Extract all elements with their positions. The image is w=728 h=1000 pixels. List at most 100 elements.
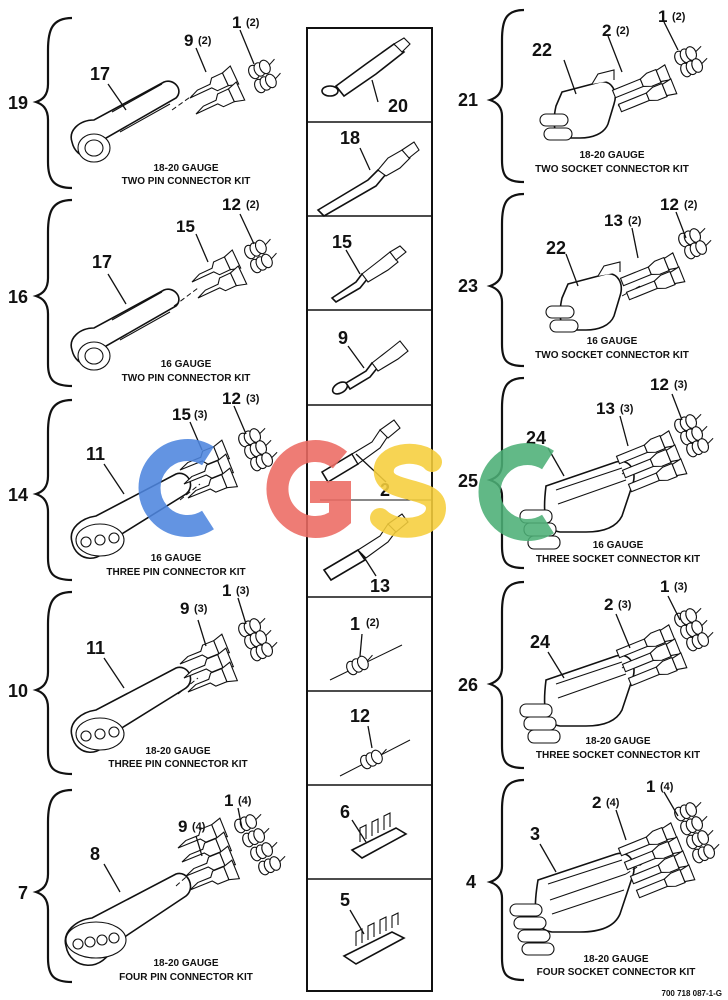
- center-part-13-label: 13: [370, 576, 390, 596]
- center-part-12: 12: [339, 706, 411, 777]
- kit-index: 4: [466, 872, 476, 892]
- center-part-12-label: 12: [350, 706, 370, 726]
- contact-qty: (3): [618, 599, 632, 611]
- contact-callout: 15: [172, 405, 191, 424]
- kit-index: 26: [458, 675, 478, 695]
- center-part-9: 9: [331, 328, 409, 395]
- kit-gauge: 18-20 GAUGE: [153, 958, 218, 969]
- seal-qty: (2): [684, 199, 698, 211]
- contact-callout: 9: [184, 31, 193, 50]
- seal-qty: (4): [660, 781, 674, 793]
- contact-callout: 9: [178, 817, 187, 836]
- center-part-15: 15: [330, 232, 407, 304]
- kit-gauge: 16 GAUGE: [151, 553, 202, 564]
- watermark-logo: [138, 439, 554, 541]
- center-part-18-label: 18: [340, 128, 360, 148]
- kit-gauge: 16 GAUGE: [593, 540, 644, 551]
- kit-index: 21: [458, 90, 478, 110]
- housing-callout: 11: [86, 638, 105, 658]
- contact-callout: 9: [180, 599, 189, 618]
- contact-qty: (2): [198, 35, 212, 47]
- kit-name: THREE SOCKET CONNECTOR KIT: [536, 554, 700, 565]
- contact-qty: (4): [606, 797, 620, 809]
- contact-callout: 2: [604, 595, 613, 614]
- kit-gauge: 18-20 GAUGE: [583, 954, 648, 965]
- seal-qty: (2): [246, 199, 260, 211]
- seal-qty: (3): [246, 393, 260, 405]
- kit-index: 16: [8, 287, 28, 307]
- kit-gauge: 16 GAUGE: [587, 336, 638, 347]
- figure-code: 700 718 087-1-G: [662, 989, 723, 998]
- contact-callout: 13: [604, 211, 623, 230]
- kit-name: TWO SOCKET CONNECTOR KIT: [535, 164, 689, 175]
- center-part-9-label: 9: [338, 328, 348, 348]
- housing-callout: 8: [90, 844, 100, 864]
- center-part-15-label: 15: [332, 232, 352, 252]
- kit-name: THREE PIN CONNECTOR KIT: [106, 567, 245, 578]
- contact-callout: 2: [602, 21, 611, 40]
- housing-callout: 24: [530, 632, 550, 652]
- seal-callout: 1: [232, 13, 241, 32]
- center-part-20-label: 20: [388, 96, 408, 116]
- kit-25: 25 24 13 (3) 12 (3) 16 GAUGE THREE SOCKE…: [458, 375, 718, 570]
- seal-qty: (3): [674, 581, 688, 593]
- center-part-1-qty: (2): [366, 617, 380, 629]
- kit-gauge: 18-20 GAUGE: [145, 746, 210, 757]
- center-part-20: 20: [321, 37, 411, 116]
- center-part-18: 18: [316, 128, 420, 217]
- kit-name: THREE SOCKET CONNECTOR KIT: [536, 750, 700, 761]
- housing-callout: 17: [92, 252, 112, 272]
- seal-callout: 1: [660, 577, 669, 596]
- kit-name: FOUR PIN CONNECTOR KIT: [119, 972, 253, 983]
- kit-index: 23: [458, 276, 478, 296]
- contact-callout: 2: [592, 793, 601, 812]
- seal-qty: (3): [236, 585, 250, 597]
- kit-10: 10 11 9 (3) 1 (3) 18-20 GAUGE THREE PIN …: [8, 581, 282, 776]
- seal-callout: 12: [222, 389, 241, 408]
- kit-26: 26 24 2 (3) 1 (3) 18-20 GAUGE THREE SOCK…: [458, 577, 718, 770]
- seal-callout: 1: [224, 791, 233, 810]
- center-part-6-label: 6: [340, 802, 350, 822]
- kit-23: 23 22 13 (2) 12 (2) 16 GAUGE TWO SOCKET …: [458, 192, 716, 368]
- kit-name: TWO SOCKET CONNECTOR KIT: [535, 350, 689, 361]
- housing-callout: 22: [546, 238, 566, 258]
- kit-index: 7: [18, 883, 28, 903]
- kit-name: TWO PIN CONNECTOR KIT: [122, 373, 251, 384]
- kit-index: 19: [8, 93, 28, 113]
- seal-callout: 12: [660, 195, 679, 214]
- kit-21: 21 22 2 (2) 1 (2) 18-20 GAUGE TWO SOCKET…: [458, 7, 712, 184]
- kit-index: 10: [8, 681, 28, 701]
- contact-qty: (3): [620, 403, 634, 415]
- kit-gauge: 16 GAUGE: [161, 359, 212, 370]
- kit-16: 16 17 15 12 (2) 16 GAUGE TWO PIN CONNECT…: [8, 195, 282, 388]
- seal-qty: (2): [246, 17, 260, 29]
- contact-qty: (3): [194, 603, 208, 615]
- kit-name: THREE PIN CONNECTOR KIT: [108, 759, 247, 770]
- kit-gauge: 18-20 GAUGE: [153, 163, 218, 174]
- housing-callout: 3: [530, 824, 540, 844]
- kit-gauge: 18-20 GAUGE: [585, 736, 650, 747]
- contact-callout: 13: [596, 399, 615, 418]
- seal-qty: (2): [672, 11, 686, 23]
- center-parts-panel: 20 18 15 9: [306, 27, 433, 992]
- kit-name: TWO PIN CONNECTOR KIT: [122, 176, 251, 187]
- housing-callout: 17: [90, 64, 110, 84]
- contact-qty: (3): [194, 409, 208, 421]
- contact-qty: (2): [616, 25, 630, 37]
- seal-callout: 1: [222, 581, 231, 600]
- housing-callout: 24: [526, 428, 546, 448]
- center-part-5-label: 5: [340, 890, 350, 910]
- kit-19: 19 17 9 (2) 1 (2) 18-20 GAUGE TWO PIN CO…: [8, 13, 286, 190]
- seal-callout: 1: [646, 777, 655, 796]
- center-part-1-label: 1: [350, 614, 360, 634]
- center-part-6: 6: [340, 802, 408, 859]
- housing-callout: 22: [532, 40, 552, 60]
- kit-gauge: 18-20 GAUGE: [579, 150, 644, 161]
- kit-name: FOUR SOCKET CONNECTOR KIT: [537, 967, 696, 978]
- kit-4: 4 3 2 (4) 1 (4) 18-20 GAUGE FOUR SOCKET …: [466, 777, 724, 982]
- seal-qty: (4): [238, 795, 252, 807]
- contact-qty: (4): [192, 821, 206, 833]
- housing-callout: 11: [86, 444, 105, 464]
- kit-7: 7 8 9 (4) 1 (4) 18-20 GAUGE FOUR PIN CON…: [18, 788, 290, 984]
